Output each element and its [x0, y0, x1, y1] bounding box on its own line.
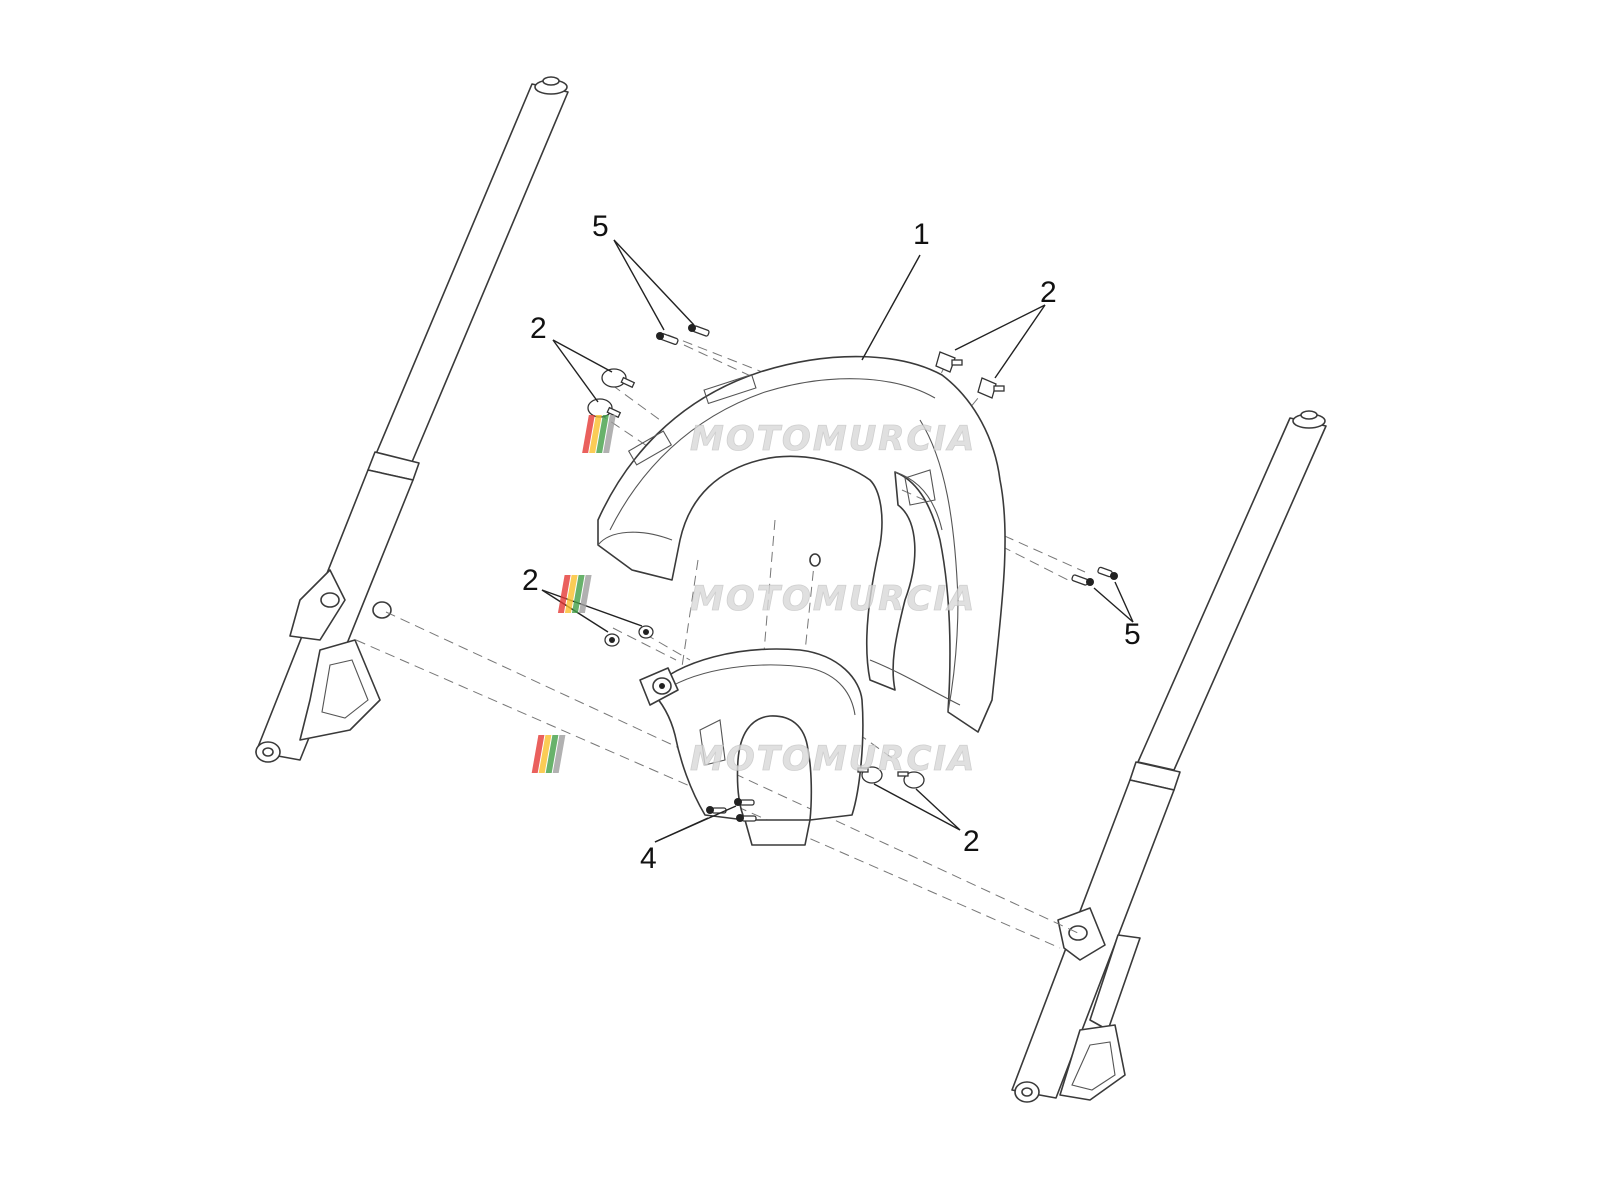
- callout-screw-lower: 4: [640, 842, 657, 875]
- clip-top-right-a: [935, 351, 963, 373]
- screw-lower-c: [736, 814, 757, 822]
- callout-clip-top-right: 2: [1040, 276, 1057, 309]
- screw-top-left-a: [656, 332, 679, 345]
- watermark-middle: MOTOMURCIA: [557, 575, 976, 619]
- watermark-text-middle: MOTOMURCIA: [690, 579, 976, 619]
- clip-bottom-right-b: [897, 771, 925, 789]
- watermark-top: MOTOMURCIA: [582, 415, 976, 459]
- clip-top-left-a: [601, 368, 636, 389]
- callout-clip-top-left: 2: [530, 312, 547, 345]
- right-fork-leg: [1011, 410, 1327, 1103]
- watermark-bottom: MOTOMURCIA: [531, 735, 976, 779]
- clip-bottom-right-a: [857, 766, 883, 784]
- lower-fender-bracket: [639, 648, 864, 846]
- clip-top-right-b: [977, 377, 1005, 399]
- clip-top-left-b: [587, 398, 622, 419]
- screw-right-a: [1071, 574, 1094, 586]
- clip-mid-left-b: [638, 625, 654, 639]
- callout-screw-top-left: 5: [592, 210, 609, 243]
- callout-clip-mid-left: 2: [522, 564, 539, 597]
- callout-screw-right: 5: [1124, 618, 1141, 651]
- screw-lower-b: [734, 798, 755, 806]
- watermark-text-top: MOTOMURCIA: [690, 419, 976, 459]
- clip-mid-left-a: [604, 633, 620, 647]
- callout-numbers: 1 5 2 2 2 5 4 2: [522, 210, 1141, 875]
- screw-right-b: [1097, 566, 1118, 580]
- watermark-text-bottom: MOTOMURCIA: [690, 739, 976, 779]
- left-fork-leg: [255, 76, 569, 763]
- screw-top-left-b: [688, 324, 710, 337]
- callout-clip-bottom-right: 2: [963, 825, 980, 858]
- front-fender: [597, 355, 1006, 733]
- callout-fender: 1: [913, 218, 930, 251]
